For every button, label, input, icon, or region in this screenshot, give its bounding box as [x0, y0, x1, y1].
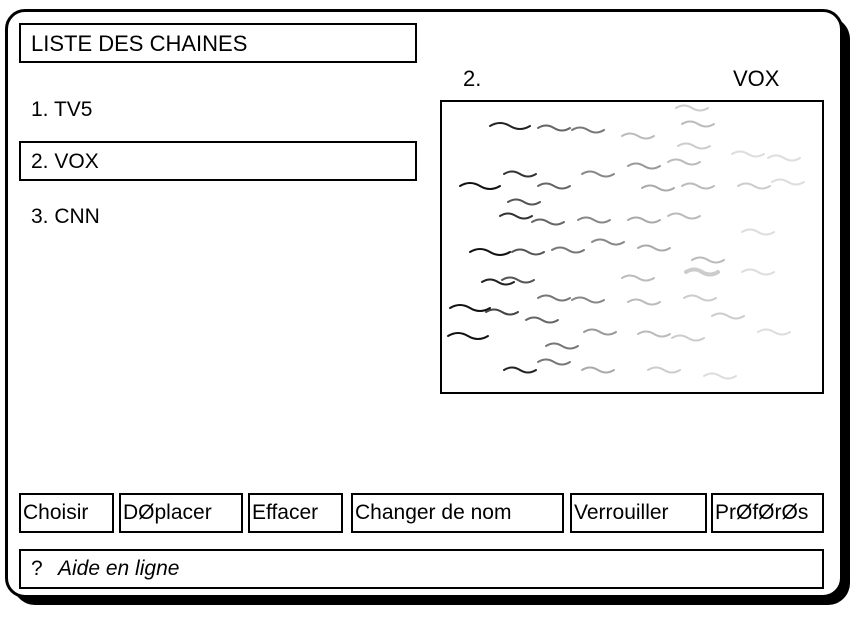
channel-preview-image	[440, 100, 824, 394]
channel-item-3[interactable]: 3. CNN	[31, 205, 100, 228]
preview-channel-number: 2.	[463, 66, 482, 91]
help-icon: ?	[31, 557, 43, 580]
static-noise-image	[447, 104, 805, 380]
help-text: Aide en ligne	[58, 557, 180, 580]
lock-button[interactable]: Verrouiller	[570, 493, 707, 533]
delete-button[interactable]: Effacer	[248, 493, 343, 533]
help-bar[interactable]: ? Aide en ligne	[19, 549, 824, 589]
page-title: LISTE DES CHAINES	[19, 23, 417, 63]
move-button[interactable]: DØplacer	[119, 493, 243, 533]
choose-button[interactable]: Choisir	[19, 493, 114, 533]
channel-item-1[interactable]: 1. TV5	[31, 98, 93, 121]
preview-channel-name: VOX	[733, 66, 780, 91]
favorites-button[interactable]: PrØfØrØs	[711, 493, 824, 533]
rename-button[interactable]: Changer de nom	[351, 493, 564, 533]
channel-item-2-selected[interactable]: 2. VOX	[19, 141, 417, 181]
